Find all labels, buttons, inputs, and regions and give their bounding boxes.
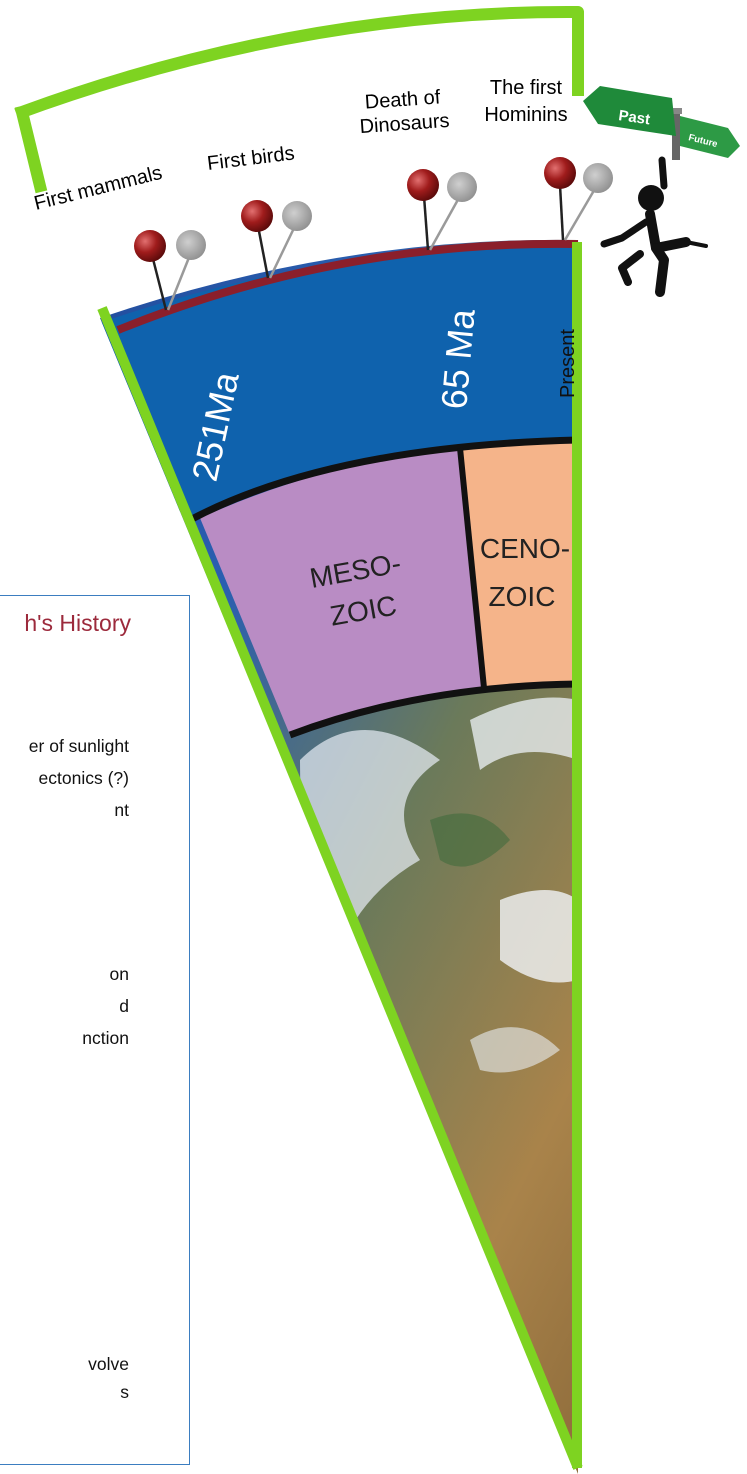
label-first-birds: First birds: [206, 142, 296, 175]
info-line-3: nt: [114, 800, 129, 820]
hanging-person-icon: [600, 156, 708, 297]
pin-first-mammals: [134, 230, 206, 311]
pin-first-birds: [241, 200, 312, 279]
label-dinosaurs: Dinosaurs: [359, 110, 450, 138]
cenozoic-era-band: [462, 440, 578, 688]
pin-death-of-dinosaurs: [407, 169, 477, 251]
label-hominins: Hominins: [484, 104, 567, 126]
milestone-bracket-frame: [14, 5, 584, 194]
future-sign-icon: [680, 116, 740, 158]
earth-history-info-box: h's History er of sunlight ectonics (?) …: [0, 595, 190, 1465]
mesozoic-era-band: [200, 448, 484, 735]
info-box-title: h's History: [24, 610, 131, 636]
era-label-ceno: CENO-: [480, 533, 570, 564]
info-line-7: volve: [88, 1354, 129, 1374]
past-sign-icon: [583, 86, 676, 136]
info-line-6: nction: [82, 1028, 129, 1048]
past-future-signpost: Past Future: [583, 86, 740, 160]
era-label-ceno-zoic: ZOIC: [489, 581, 556, 612]
info-line-5: d: [119, 996, 129, 1016]
timeline-top-edge: [116, 239, 579, 334]
wedge-left-border: [97, 306, 583, 1470]
pin-first-hominins: [544, 157, 613, 241]
past-sign-label: Past: [617, 107, 651, 128]
timeline-label-65ma: 65 Ma: [433, 306, 483, 410]
label-first-mammals: First mammals: [32, 162, 165, 215]
info-line-8: s: [120, 1382, 129, 1402]
info-line-1: er of sunlight: [28, 736, 129, 756]
info-line-2: ectonics (?): [38, 768, 129, 788]
label-the-first: The first: [490, 77, 563, 99]
info-line-4: on: [109, 964, 129, 984]
label-death-of: Death of: [364, 86, 441, 113]
timeline-label-present: Present: [557, 329, 579, 398]
